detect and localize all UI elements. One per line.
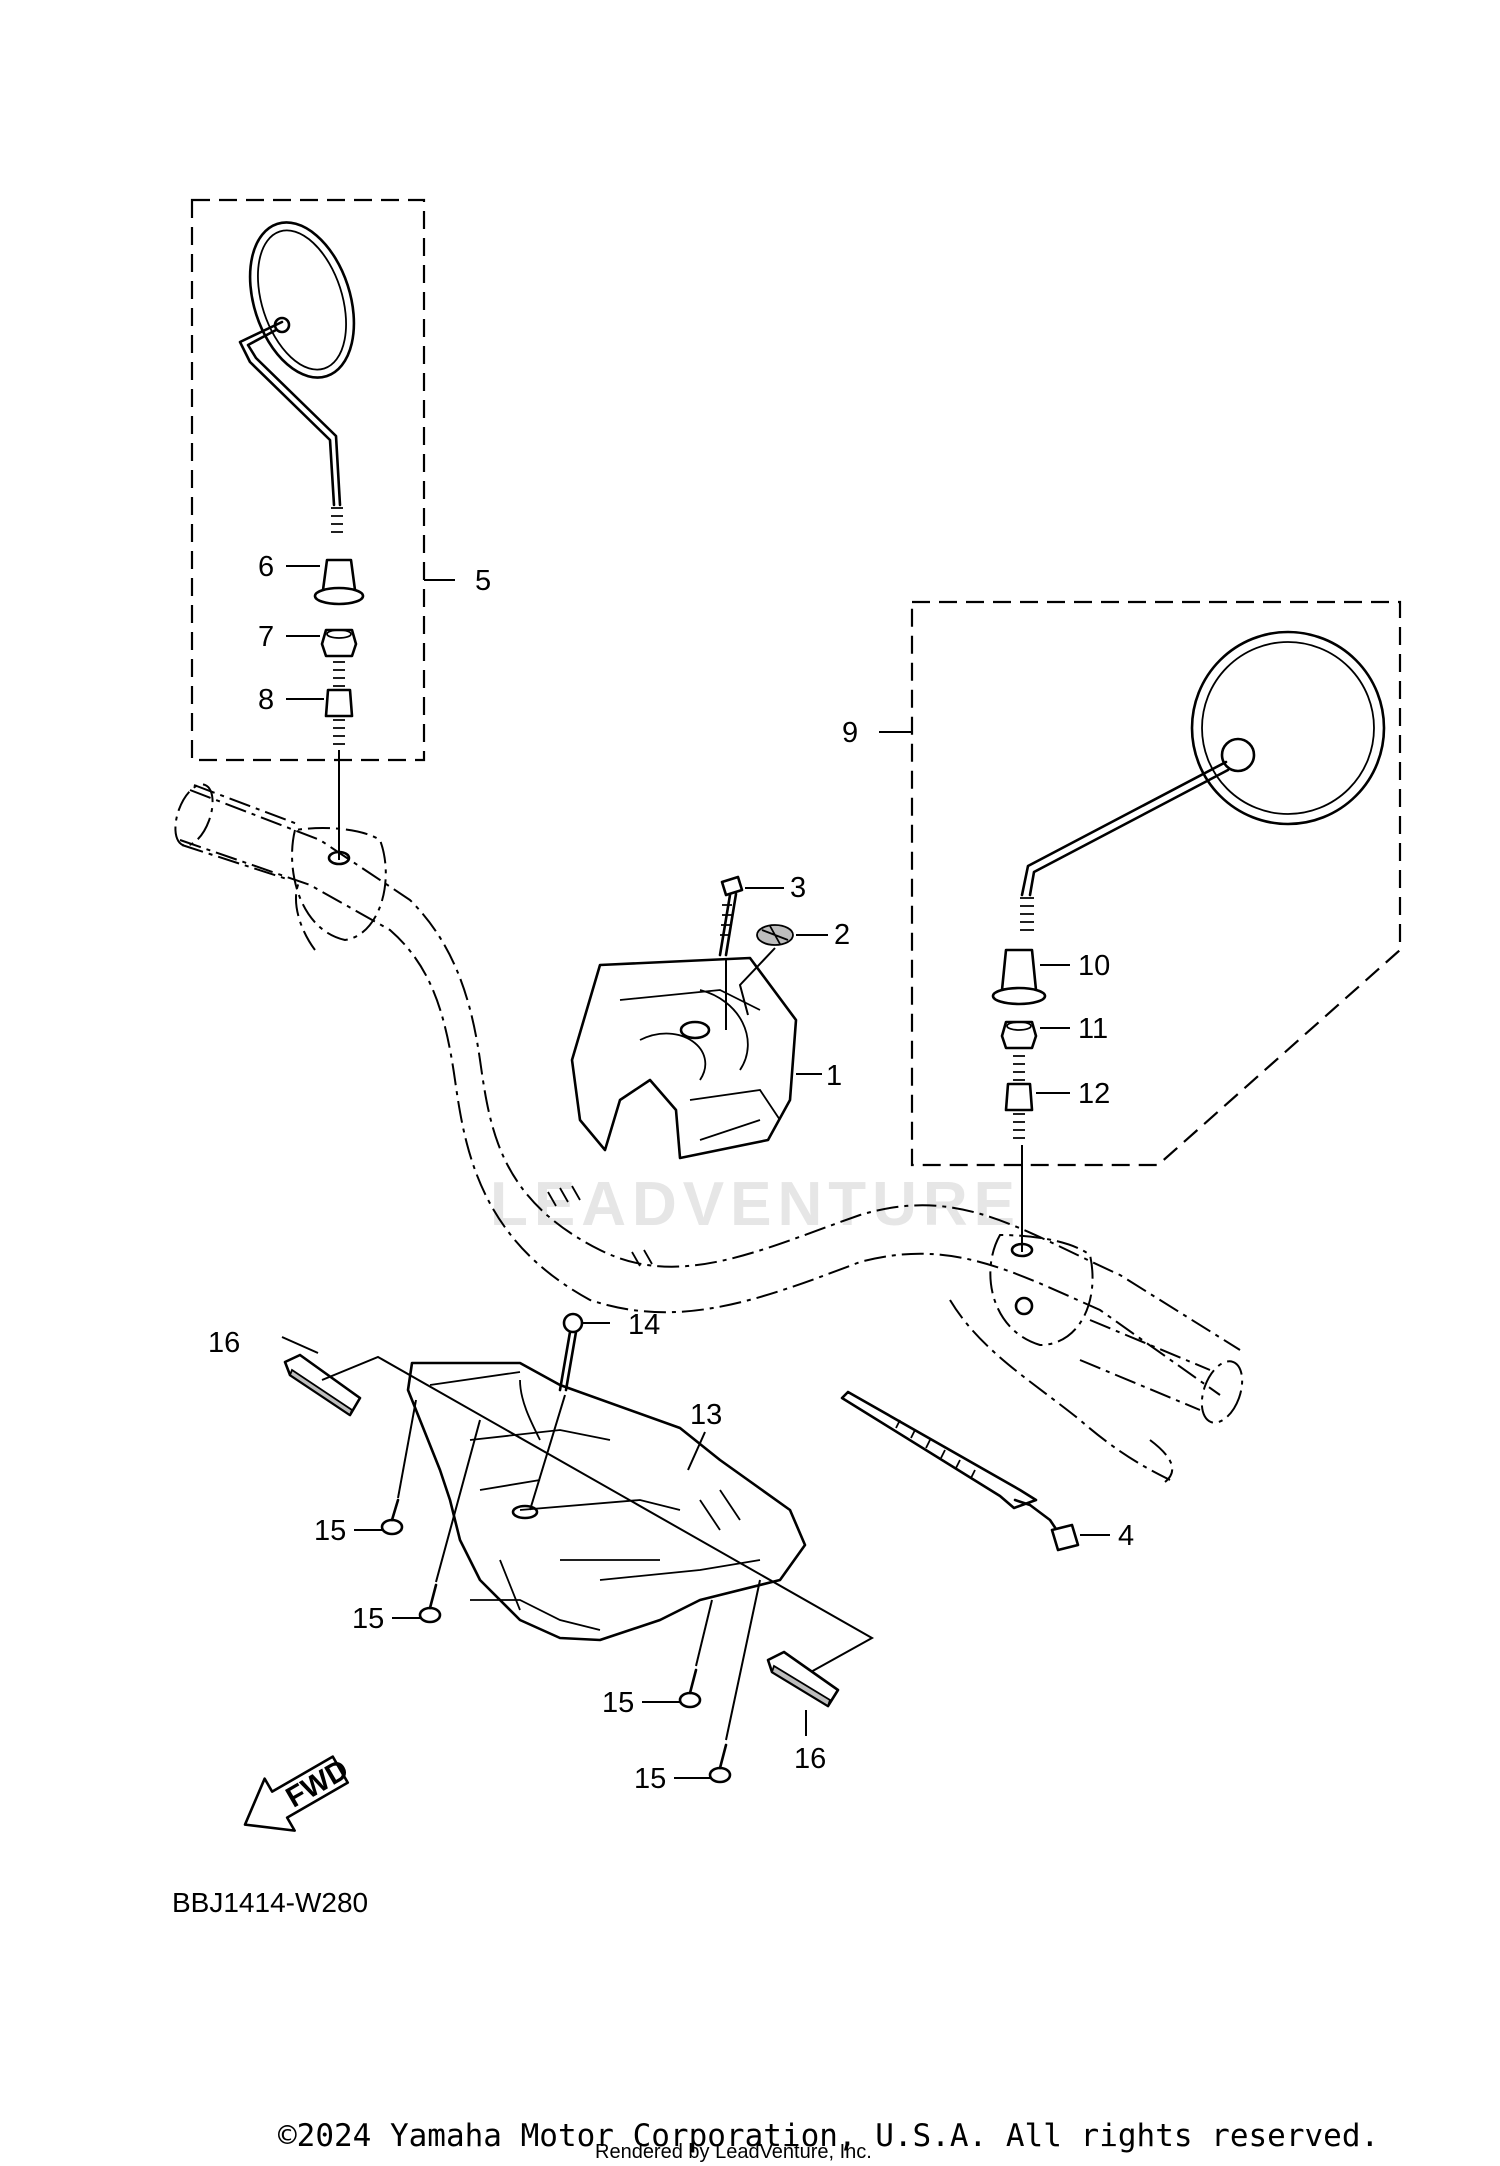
callout-15-d[interactable]: 15: [634, 1763, 666, 1795]
pad-16-b[interactable]: [766, 1650, 840, 1708]
callout-15-a[interactable]: 15: [314, 1515, 346, 1547]
callout-15-c[interactable]: 15: [602, 1687, 634, 1719]
screw-15-c[interactable]: [678, 1599, 713, 1709]
handlebar-outline: [174, 783, 1244, 1483]
callout-8[interactable]: 8: [258, 684, 274, 716]
callout-12[interactable]: 12: [1078, 1078, 1110, 1110]
nut-7[interactable]: [320, 628, 358, 658]
diagram-code: BBJ1414-W280: [172, 1887, 368, 1918]
pin-3[interactable]: [718, 875, 744, 957]
callout-6[interactable]: 6: [258, 551, 274, 583]
callout-2[interactable]: 2: [834, 919, 850, 951]
callout-16-a[interactable]: 16: [208, 1327, 240, 1359]
fwd-arrow-icon: FWD: [243, 1754, 354, 1832]
nut-11[interactable]: [1000, 1020, 1038, 1050]
callout-5[interactable]: 5: [475, 565, 491, 597]
emblem-2[interactable]: [738, 924, 794, 1016]
cable-tie-4[interactable]: [840, 1390, 1080, 1552]
callout-4[interactable]: 4: [1118, 1520, 1134, 1552]
bolt-8[interactable]: [324, 661, 354, 745]
callout-16-b[interactable]: 16: [794, 1743, 826, 1775]
right-mirror-assembly[interactable]: [879, 600, 1402, 1252]
left-mirror-assembly[interactable]: [190, 198, 455, 860]
callout-15-b[interactable]: 15: [352, 1603, 384, 1635]
clip-14[interactable]: [558, 1312, 584, 1392]
screw-15-d[interactable]: [708, 1579, 761, 1784]
screw-15-a[interactable]: [380, 1399, 417, 1536]
mirror-adapter-10[interactable]: [991, 948, 1047, 1006]
callout-11[interactable]: 11: [1078, 1013, 1108, 1045]
handlebar-cover-1[interactable]: [570, 956, 798, 1160]
watermark: LEADVENTURE: [490, 1170, 1021, 1239]
callout-9[interactable]: 9: [842, 717, 858, 749]
callout-7[interactable]: 7: [258, 621, 274, 653]
screw-15-b[interactable]: [418, 1419, 481, 1624]
bolt-12[interactable]: [1004, 1055, 1034, 1139]
callout-13[interactable]: 13: [690, 1399, 722, 1431]
mirror-adapter-6[interactable]: [313, 558, 365, 606]
rendered-by-note: Rendered by LeadVenture, Inc.: [595, 2141, 872, 2163]
lower-cover-13[interactable]: [406, 1361, 807, 1642]
callout-10[interactable]: 10: [1078, 950, 1110, 982]
callout-3[interactable]: 3: [790, 872, 806, 904]
callout-14[interactable]: 14: [628, 1309, 660, 1341]
callout-1[interactable]: 1: [826, 1060, 842, 1092]
copyright-notice: ©2024 Yamaha Motor Corporation, U.S.A. A…: [278, 2118, 1380, 2154]
fwd-label: FWD: [281, 1754, 354, 1815]
pad-16-a[interactable]: [283, 1353, 362, 1417]
